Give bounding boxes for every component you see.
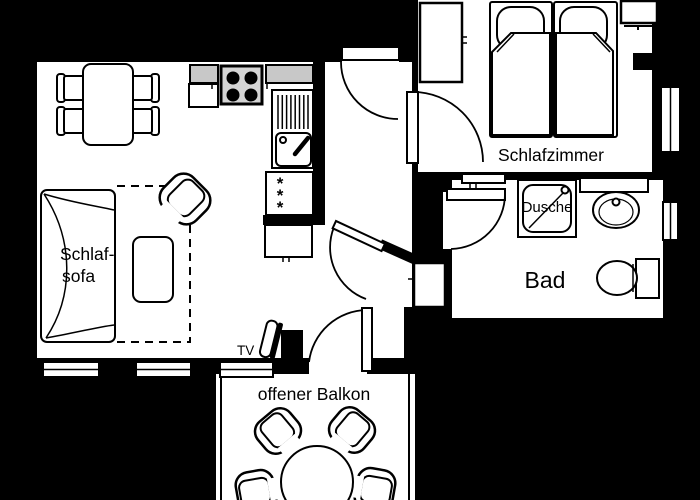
toilet	[596, 258, 660, 299]
balcony-table	[280, 445, 354, 500]
entry-door	[340, 46, 400, 120]
kitchen-door	[329, 219, 387, 300]
balcony: offener Balkon	[234, 384, 397, 500]
dining-set	[56, 63, 160, 146]
coffee-table	[132, 236, 174, 303]
washbasin	[579, 177, 649, 229]
bedroom-label: Schlafzimmer	[498, 145, 604, 165]
faucet-icon	[292, 135, 311, 157]
window-south-1	[42, 361, 100, 378]
balcony-chair	[327, 406, 377, 454]
counter-right	[265, 64, 314, 84]
kitchen: * * *	[188, 64, 325, 262]
drainer-lines	[277, 95, 309, 129]
dining-chair	[131, 73, 160, 103]
sleeper-sofa-label-line2: sofa	[62, 266, 95, 286]
interior-walls	[281, 53, 662, 360]
bedroom-tv	[619, 0, 659, 30]
sofa-bed-extension-outline	[115, 185, 191, 343]
balcony-door-opening	[309, 358, 367, 377]
freezer-star: *	[277, 186, 284, 205]
shower: Dusche	[517, 179, 577, 238]
window-south-3	[219, 361, 274, 378]
dining-chair	[131, 106, 160, 136]
dining-chair	[56, 73, 85, 103]
dining-table	[82, 63, 134, 146]
balcony-chair	[351, 466, 397, 500]
sink-unit	[271, 89, 314, 169]
sleeper-sofa-label-line1: Schlaf-	[60, 244, 115, 264]
bathroom-door	[443, 188, 506, 250]
freezer: * * *	[265, 171, 314, 217]
balcony-label: offener Balkon	[258, 384, 371, 404]
shower-label: Dusche	[522, 199, 573, 216]
balcony-chair	[253, 407, 303, 455]
balcony-railing	[220, 374, 410, 500]
kitchen-lower-cabinet	[264, 224, 313, 262]
burner	[226, 71, 240, 85]
burner	[244, 88, 258, 102]
counter-left	[189, 64, 219, 84]
kitchen-cabinet	[188, 83, 268, 108]
stove	[219, 64, 264, 106]
kitchen-wall-stub	[263, 215, 325, 225]
freezer-star: *	[277, 174, 284, 193]
wardrobe	[418, 1, 467, 84]
window-bathroom-east	[662, 201, 679, 241]
chimney-stub	[633, 53, 662, 70]
tv-icon	[258, 319, 283, 359]
window-south-2	[135, 361, 192, 378]
bedroom: Schlafzimmer	[418, 0, 659, 165]
windows	[42, 86, 681, 378]
armchair	[158, 172, 212, 226]
bedroom-door	[406, 91, 484, 164]
balcony-chair	[234, 468, 280, 500]
tv-unit: TV	[237, 319, 283, 359]
dining-chair	[56, 106, 85, 136]
window-bedroom-east	[660, 86, 681, 153]
hallway-cabinet	[408, 261, 447, 309]
burner	[244, 71, 258, 85]
burner	[226, 88, 240, 102]
freezer-star: *	[277, 198, 284, 217]
radiator	[461, 173, 506, 188]
balcony-door	[308, 307, 373, 372]
bed-2	[553, 1, 618, 138]
bathroom-label: Bad	[525, 267, 566, 293]
sleeper-sofa: Schlaf- sofa	[40, 189, 116, 343]
bathroom: Dusche Bad	[461, 173, 660, 299]
tv-label: TV	[237, 343, 254, 358]
bed-1	[489, 1, 553, 138]
